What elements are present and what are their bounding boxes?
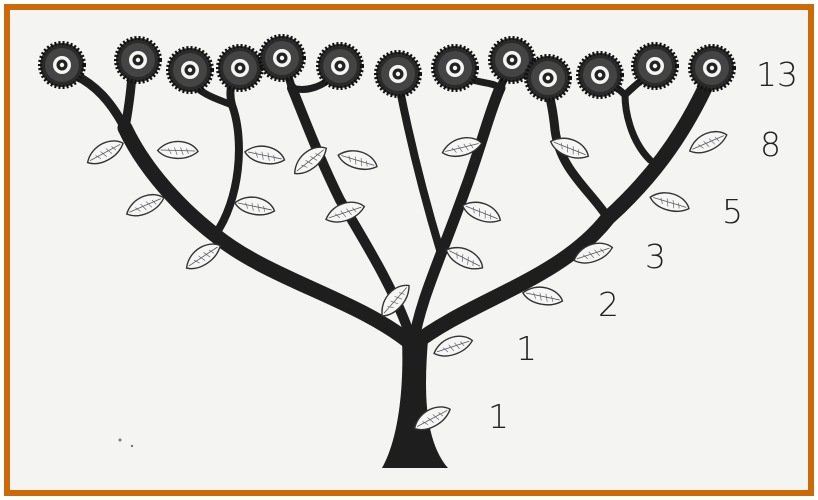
row-label-13: 13 [756, 58, 798, 91]
row-label-8: 8 [760, 128, 781, 161]
row-label-1-upper: 1 [516, 332, 537, 365]
row-label-3: 3 [645, 240, 666, 273]
row-label-1-lower: 1 [488, 400, 509, 433]
row-label-2: 2 [598, 288, 619, 321]
row-label-5: 5 [722, 195, 743, 228]
trunk [382, 340, 448, 468]
